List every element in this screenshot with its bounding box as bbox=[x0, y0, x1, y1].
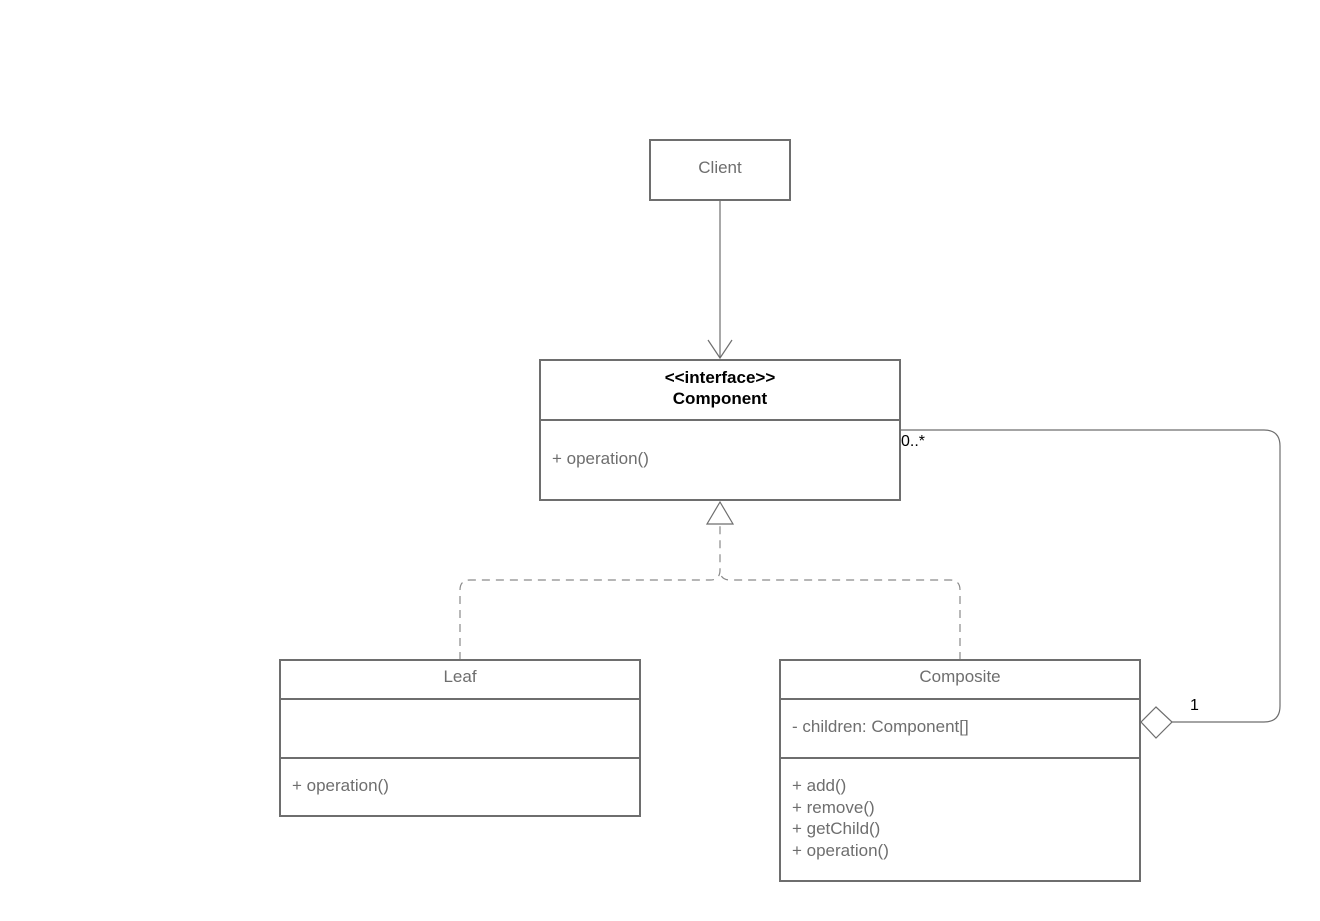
leaf-operation: + operation() bbox=[292, 776, 389, 795]
realization-line-composite[interactable] bbox=[719, 569, 961, 660]
aggregation-line[interactable] bbox=[900, 429, 1281, 723]
leaf-class-box[interactable]: Leaf + operation() bbox=[279, 659, 641, 817]
composite-operations: + add() + remove() + getChild() + operat… bbox=[781, 757, 1139, 880]
composite-operation-remove: + remove() bbox=[792, 797, 875, 817]
composite-operation-operation: + operation() bbox=[792, 840, 889, 860]
composite-class-box[interactable]: Composite - children: Component[] + add(… bbox=[779, 659, 1141, 882]
aggregation-hollow-diamond bbox=[1140, 706, 1173, 739]
composite-operation-getchild: + getChild() bbox=[792, 819, 881, 838]
composite-operation-add: + add() bbox=[792, 776, 847, 795]
leaf-attributes bbox=[281, 698, 639, 758]
leaf-header: Leaf bbox=[281, 661, 639, 698]
component-stereotype: <<interface>> bbox=[664, 368, 776, 387]
component-class-name: Component bbox=[672, 389, 768, 408]
leaf-class-name: Leaf bbox=[443, 667, 477, 686]
client-class-box[interactable]: Client bbox=[649, 139, 791, 201]
component-multiplicity-label: 0..* bbox=[901, 433, 926, 450]
composite-header: Composite bbox=[781, 661, 1139, 698]
composite-multiplicity-label: 1 bbox=[1190, 697, 1199, 714]
realization-hollow-triangle bbox=[705, 500, 735, 525]
composite-attribute-children: - children: Component[] bbox=[792, 717, 969, 736]
component-interface-box[interactable]: <<interface>> Component + operation() bbox=[539, 359, 901, 501]
realization-line-leaf[interactable] bbox=[459, 524, 721, 660]
component-operations: + operation() bbox=[541, 419, 899, 499]
leaf-operations: + operation() bbox=[281, 757, 639, 815]
component-header: <<interface>> Component bbox=[541, 367, 899, 419]
client-class-name: Client bbox=[698, 158, 742, 177]
association-open-arrowhead bbox=[707, 339, 733, 360]
composite-class-name: Composite bbox=[919, 667, 1001, 686]
composite-attributes: - children: Component[] bbox=[781, 698, 1139, 758]
component-operation: + operation() bbox=[552, 449, 649, 468]
